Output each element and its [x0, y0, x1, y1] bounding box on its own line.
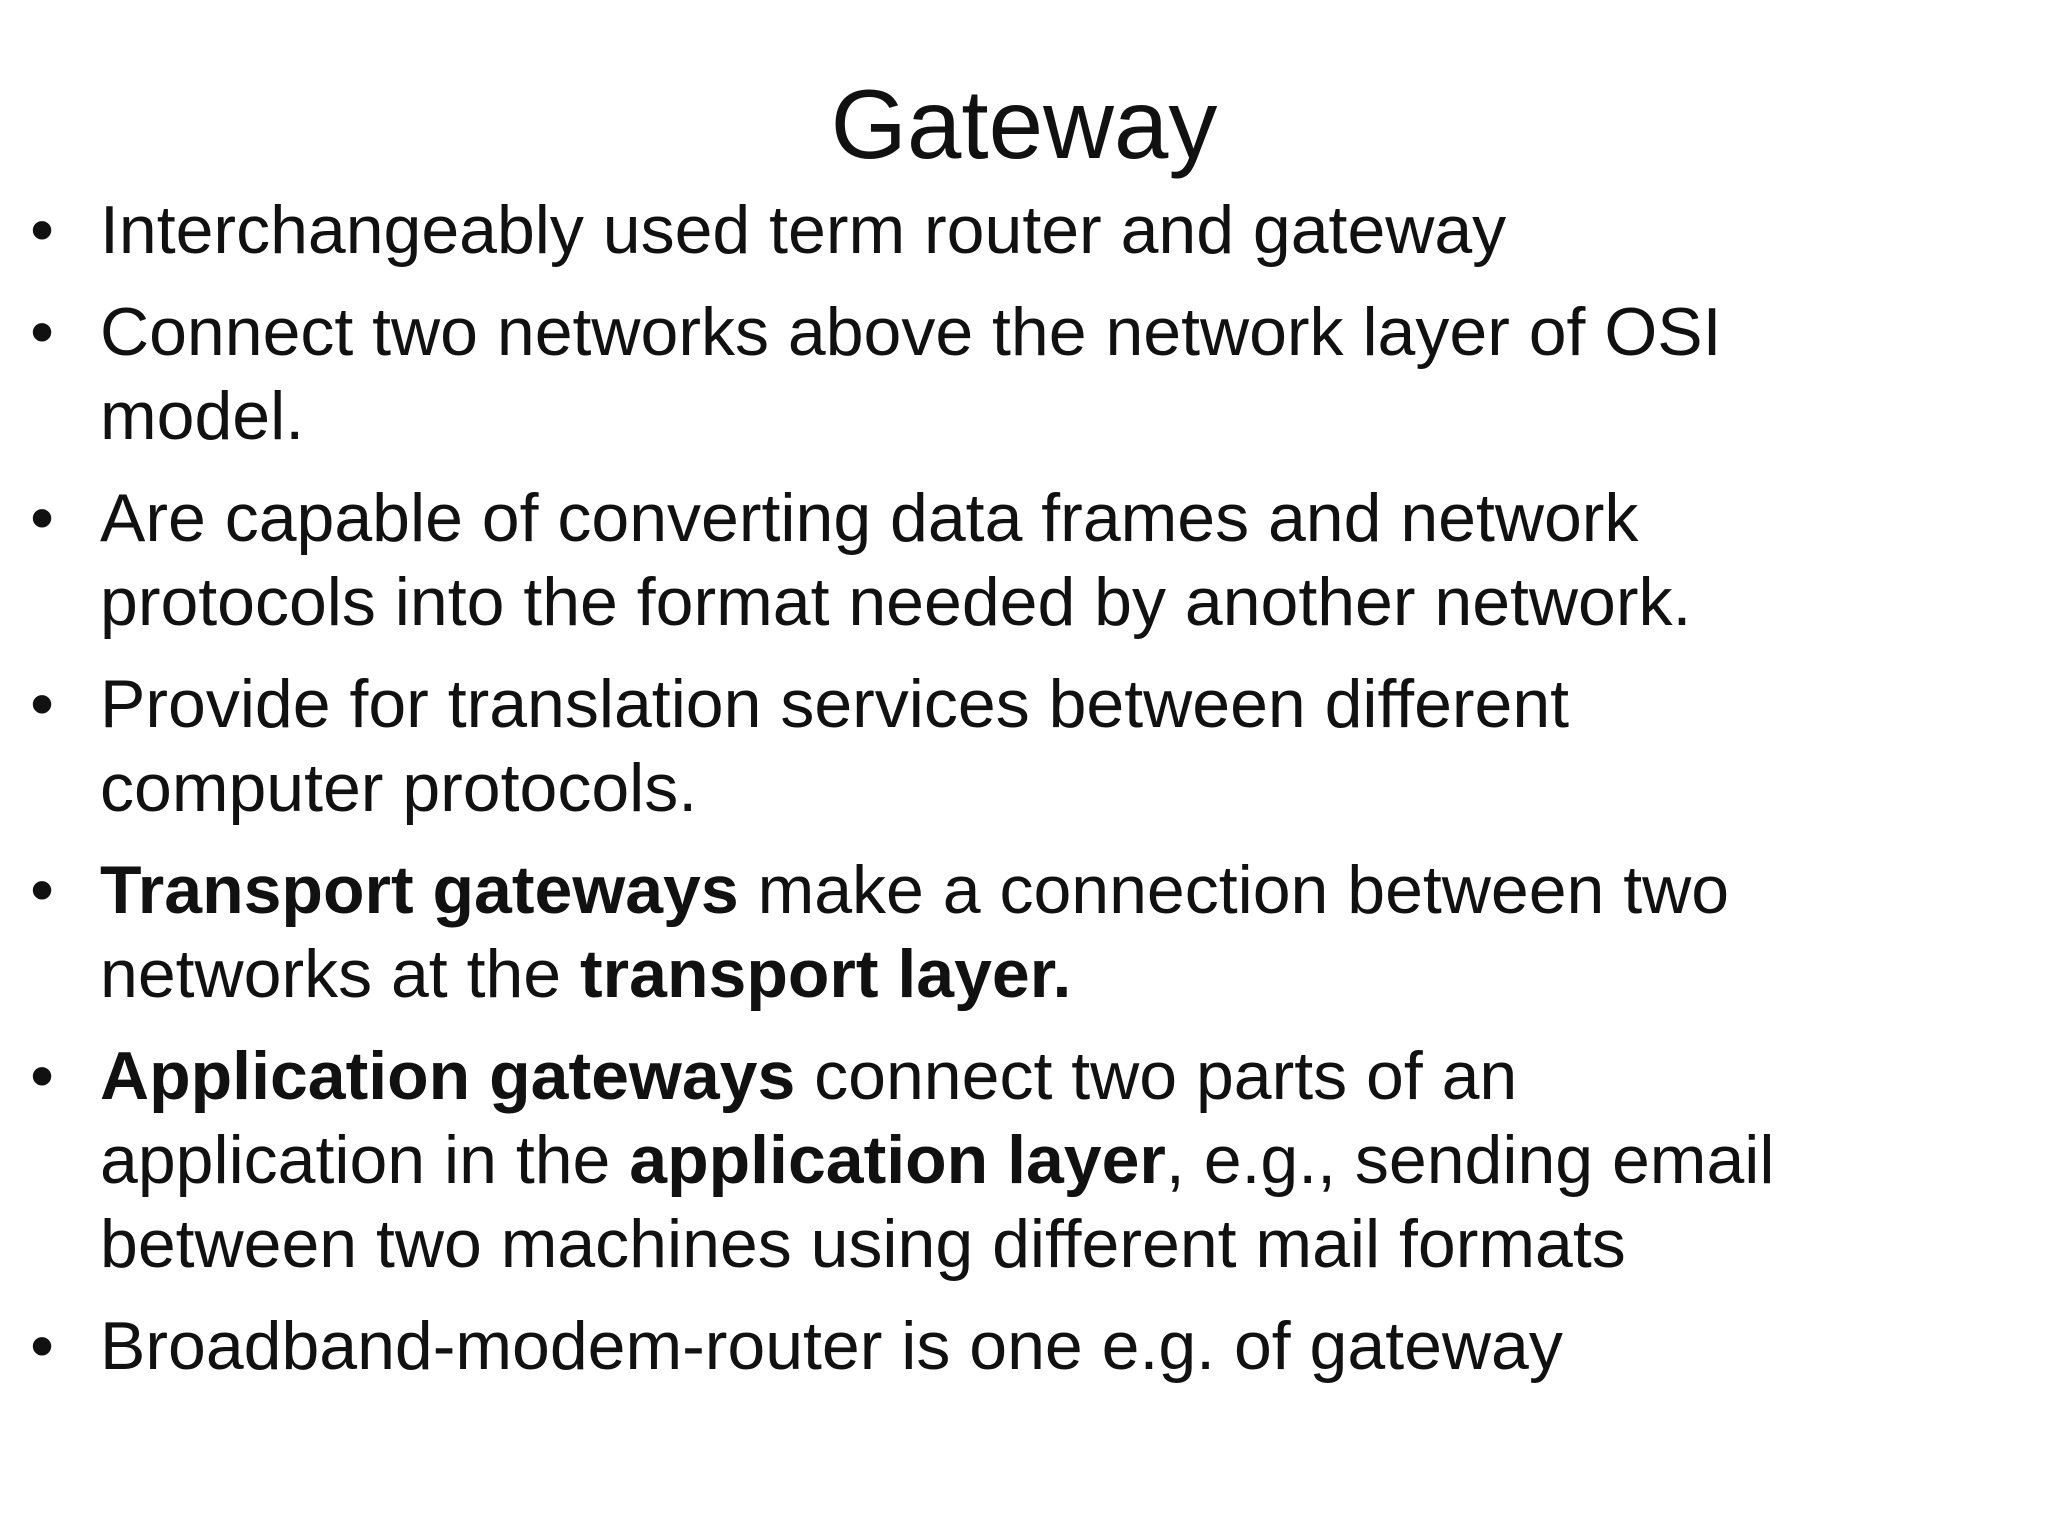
text-run: model. [100, 378, 305, 454]
text-run: Are capable of converting data frames an… [100, 480, 1639, 556]
bullet-line: computer protocols. [100, 746, 2032, 830]
bullet-line: Provide for translation services between… [100, 662, 2032, 746]
bullet-marker: • [30, 480, 54, 556]
bullet-item: • Are capable of converting data frames a… [22, 476, 2032, 644]
bullet-marker: • [30, 192, 54, 268]
bold-text: transport layer. [580, 936, 1072, 1012]
bullet-item: • Broadband-modem-router is one e.g. of g… [22, 1304, 2032, 1388]
text-run: connect two parts of an [795, 1038, 1518, 1114]
bullet-line: Connect two networks above the network l… [100, 290, 2032, 374]
bullet-line: protocols into the format needed by anot… [100, 560, 2032, 644]
bullet-line: Transport gateways make a connection bet… [100, 848, 2032, 932]
bullet-line: Interchangeably used term router and gat… [100, 188, 2032, 272]
bullet-line: Application gateways connect two parts o… [100, 1034, 2032, 1118]
text-run: , e.g., sending email [1165, 1122, 1775, 1198]
bullet-marker: • [30, 852, 54, 928]
bullet-item: • Connect two networks above the network … [22, 290, 2032, 458]
text-run: computer protocols. [100, 750, 698, 826]
text-run: make a connection between two [738, 852, 1730, 928]
text-run: between two machines using different mai… [100, 1206, 1626, 1282]
text-run: Interchangeably used term router and gat… [100, 192, 1507, 268]
bullet-item: • Provide for translation services betwee… [22, 662, 2032, 830]
text-run: application in the [100, 1122, 630, 1198]
bullet-marker: • [30, 1038, 54, 1114]
bold-text: Transport gateways [100, 852, 739, 928]
bullet-item: • Interchangeably used term router and ga… [22, 188, 2032, 272]
bullet-line: Broadband-modem-router is one e.g. of ga… [100, 1304, 2032, 1388]
bullet-marker: • [30, 666, 54, 742]
text-run: Connect two networks above the network l… [100, 294, 1722, 370]
text-run: protocols into the format needed by anot… [100, 564, 1692, 640]
bold-text: Application gateways [100, 1038, 796, 1114]
bullet-line: networks at the transport layer. [100, 932, 2032, 1016]
bullet-line: model. [100, 374, 2032, 458]
text-run: Broadband-modem-router is one e.g. of ga… [100, 1308, 1563, 1384]
bold-text: application layer [629, 1122, 1166, 1198]
bullet-item: • Transport gateways make a connection be… [22, 848, 2032, 1016]
bullet-marker: • [30, 294, 54, 370]
bullet-marker: • [30, 1308, 54, 1384]
bullet-line: between two machines using different mai… [100, 1202, 2032, 1286]
slide-title: Gateway [830, 69, 1218, 179]
bullet-item: • Application gateways connect two parts … [22, 1034, 2032, 1286]
text-run: networks at the [100, 936, 581, 1012]
text-run: Provide for translation services between… [100, 666, 1570, 742]
bullet-list: • Interchangeably used term router and ga… [22, 188, 2032, 1406]
bullet-line: application in the application layer, e.… [100, 1118, 2032, 1202]
bullet-line: Are capable of converting data frames an… [100, 476, 2032, 560]
